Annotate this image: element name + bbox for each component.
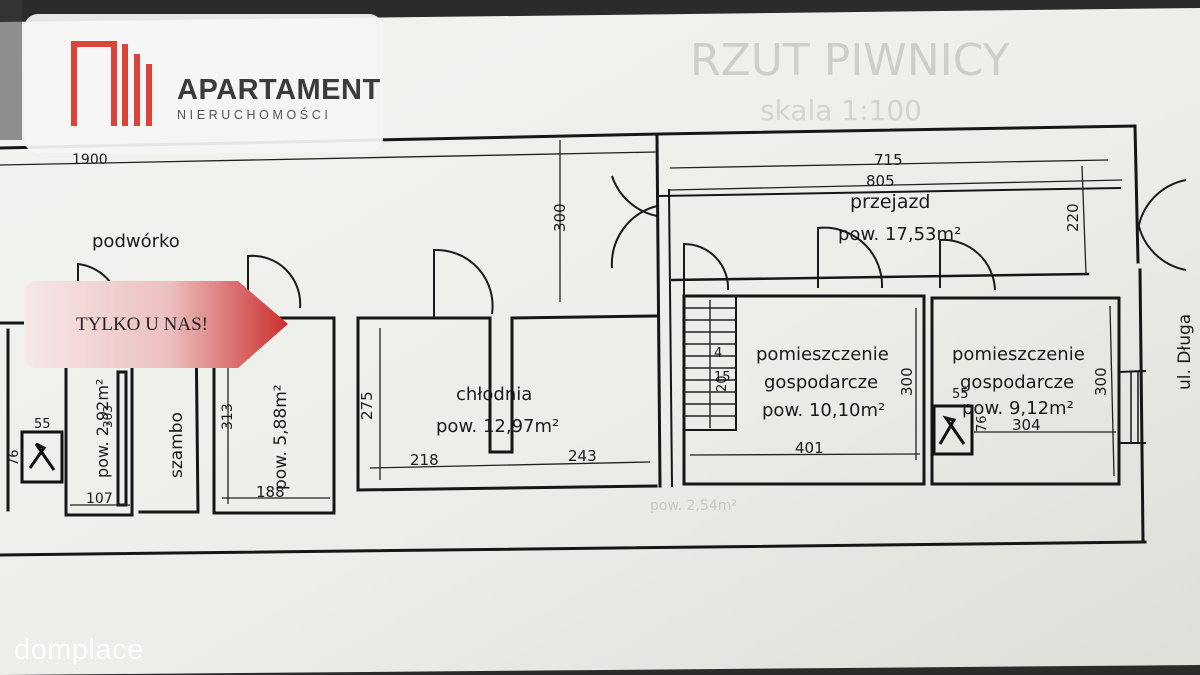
dim-188: 188: [256, 483, 285, 501]
stairs-count-4: 4: [714, 346, 722, 361]
faded-scale: skala 1:100: [760, 94, 922, 127]
dim-76-left: 76: [7, 449, 22, 466]
brand-name: APARTAMENT: [177, 74, 381, 106]
stairs-count-20: 20: [715, 375, 730, 392]
dim-76-right: 76: [975, 415, 990, 432]
dim-243: 243: [568, 447, 597, 465]
dim-304: 304: [1012, 416, 1041, 434]
apartament-logo-icon: [71, 41, 152, 126]
dim-275: 275: [358, 391, 376, 420]
passage-area: pow. 17,53m²: [838, 224, 961, 245]
dim-300-mid: 300: [898, 367, 916, 396]
utility-1-area: pow. 10,10m²: [762, 400, 885, 421]
utility-2-name-line2: gospodarcze: [960, 372, 1074, 393]
domplace-watermark: domplace: [14, 634, 144, 666]
dim-715: 715: [874, 151, 903, 169]
cold-room-name: chłodnia: [456, 384, 532, 405]
dim-107: 107: [86, 491, 113, 507]
room-small-area: pow. 5,88m²: [271, 384, 291, 490]
dim-401: 401: [795, 439, 824, 457]
utility-2-name-line1: pomieszczenie: [952, 344, 1085, 365]
doors: [77, 175, 1187, 326]
septic-label: szambo: [167, 412, 187, 478]
utility-1-name-line1: pomieszczenie: [756, 344, 889, 365]
dim-300-right: 300: [1092, 367, 1110, 396]
faded-area: pow. 2,54m²: [650, 498, 737, 514]
dim-55-left: 55: [34, 417, 51, 432]
faded-heading: RZUT PIWNICY: [690, 35, 1010, 86]
utility-1-name-line2: gospodarcze: [764, 372, 878, 393]
dimension-lines: [0, 140, 1123, 506]
paper-sheet: [0, 8, 1200, 675]
dim-55-right: 55: [952, 387, 969, 402]
stairs-count-15: 15: [714, 370, 731, 385]
background-edge: [0, 0, 22, 140]
brand-tagline: NIERUCHOMOŚCI: [177, 108, 332, 122]
dim-1900: 1900: [72, 152, 108, 168]
passage-name: przejazd: [850, 191, 931, 213]
dim-300-top: 300: [551, 203, 569, 232]
dim-313: 313: [220, 403, 236, 430]
exclusive-badge: [24, 281, 288, 368]
dim-220: 220: [1064, 203, 1082, 232]
dim-303: 303: [101, 405, 115, 428]
vent-boxes: [20, 404, 974, 484]
cold-room-area: pow. 12,97m²: [436, 416, 559, 437]
exclusive-badge-text: TYLKO U NAS!: [76, 313, 208, 335]
utility-2-area: pow. 9,12m²: [962, 398, 1074, 419]
stairs: [684, 300, 736, 428]
street-label: ul. Długa: [1175, 314, 1195, 390]
yard-label: podwórko: [92, 231, 180, 252]
room-left-area: pow. 2,92m²: [93, 379, 112, 478]
dim-218: 218: [410, 451, 439, 469]
brand-logo-card: APARTAMENT NIERUCHOMOŚCI: [24, 14, 383, 153]
dim-805: 805: [866, 172, 895, 190]
